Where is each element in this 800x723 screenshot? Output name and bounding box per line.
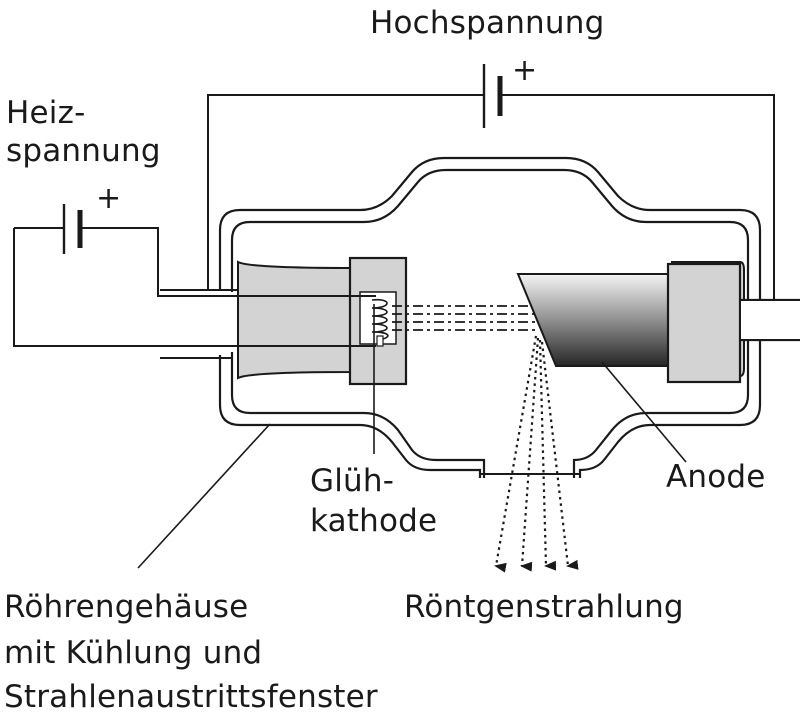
- label-anode: Anode: [666, 459, 766, 495]
- label-roentgenstrahlung: Röntgenstrahlung: [404, 589, 684, 625]
- label-heiz-line2: spannung: [6, 133, 161, 169]
- label-gluh-line2: kathode: [310, 503, 438, 539]
- filament-housing: [359, 291, 397, 345]
- xray-ray: [494, 335, 538, 573]
- label-gehause-line1: Röhrengehäuse: [4, 589, 249, 625]
- cathode-cup: [237, 260, 353, 380]
- plus-sign-heizspannung: +: [96, 181, 122, 216]
- label-gehause-line2: mit Kühlung und: [4, 635, 263, 671]
- anode-stem: [740, 298, 800, 342]
- filament-lead: [376, 335, 384, 347]
- leader-anode: [601, 361, 687, 463]
- leader-lines: [137, 304, 687, 569]
- heat-wire-right: [80, 227, 376, 297]
- electron-beam: [392, 305, 538, 331]
- plus-sign-hochspannung: +: [512, 53, 538, 88]
- anode-assembly: [516, 261, 800, 384]
- hv-wire-right: [500, 94, 775, 300]
- housing-outer: [218, 156, 762, 478]
- housing-outer-left-bottom: [218, 355, 482, 478]
- xray-ray: [540, 341, 579, 570]
- xray-rays: [494, 335, 579, 573]
- label-hochspannung: Hochspannung: [370, 5, 605, 41]
- xray-ray: [538, 339, 557, 571]
- cathode-assembly: [237, 256, 408, 386]
- label-gluh-line1: Glüh-: [310, 463, 395, 499]
- housing-inner: [230, 168, 750, 478]
- heating-circuit: [13, 204, 376, 359]
- heat-wire-left: [13, 228, 376, 347]
- anode-end-block: [666, 262, 742, 384]
- label-heiz-line1: Heiz-: [6, 95, 86, 131]
- anode-body: [516, 273, 669, 367]
- tube-housing: [218, 156, 762, 478]
- leader-gehause: [137, 423, 271, 569]
- high-voltage-circuit: [160, 64, 775, 300]
- label-gehause-line3: Strahlenaustrittsfenster: [4, 679, 378, 715]
- housing-inner-left-bottom: [230, 352, 486, 478]
- xray-ray: [520, 337, 540, 572]
- filament-coil: [371, 298, 389, 341]
- hv-wire-left: [207, 94, 484, 290]
